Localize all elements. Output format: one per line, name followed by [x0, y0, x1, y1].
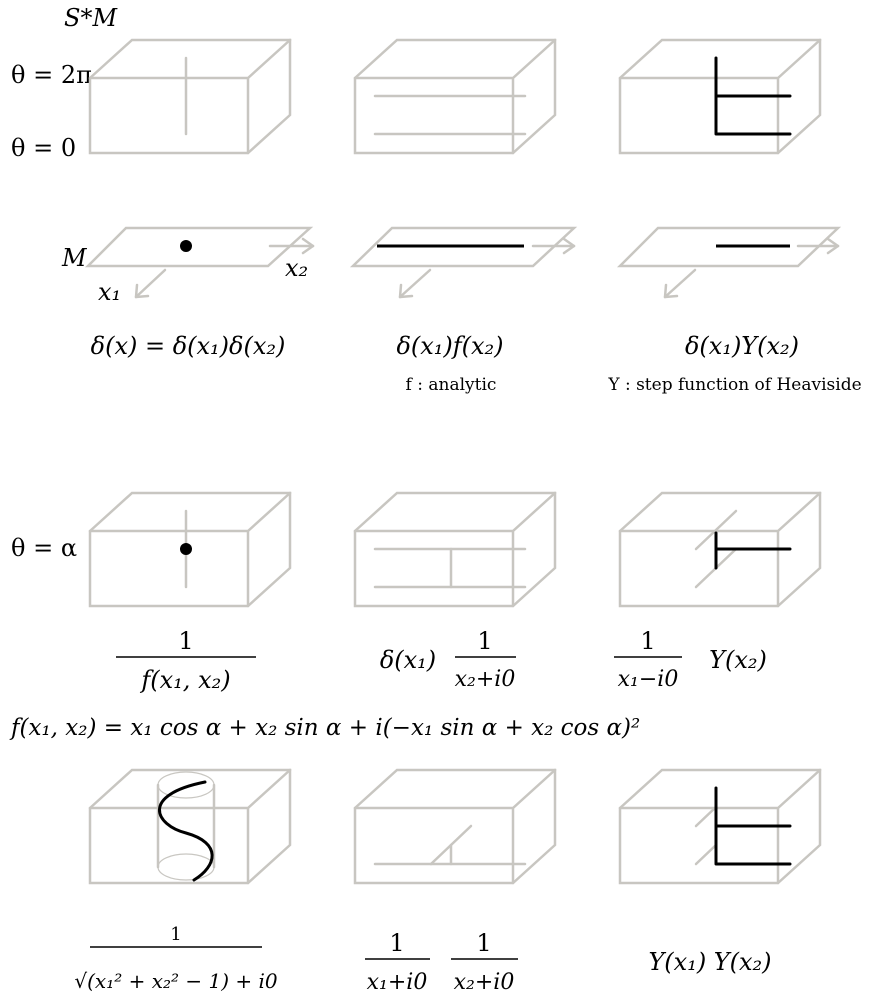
- theta-2pi-label: θ = 2π: [11, 61, 92, 89]
- box-delta-Y: [618, 38, 822, 155]
- svg-text:1: 1: [477, 627, 492, 655]
- base-plane-2: [349, 226, 578, 299]
- svg-text:δ(x₁): δ(x₁): [380, 646, 436, 674]
- theta-alpha-label: θ = α: [11, 534, 77, 562]
- box-delta-f: [353, 38, 557, 155]
- svg-text:x₂+i0: x₂+i0: [455, 667, 516, 692]
- svg-text:x₁+i0: x₁+i0: [367, 970, 428, 995]
- svg-text:1: 1: [640, 627, 655, 655]
- fraction-x1-minus-Y: 1 x₁−i0 Y(x₂): [614, 627, 767, 692]
- fraction-delta-over-x2: δ(x₁) 1 x₂+i0: [380, 627, 516, 692]
- box-f-reciprocal: [88, 491, 292, 608]
- svg-text:1: 1: [178, 627, 193, 655]
- svg-text:f(x₁, x₂): f(x₁, x₂): [139, 666, 230, 694]
- svg-text:x₁−i0: x₁−i0: [618, 667, 679, 692]
- x2-label: x₂: [285, 254, 308, 282]
- fraction-1-over-f: 1 f(x₁, x₂): [116, 627, 256, 694]
- box-x1-x2-plus: [353, 768, 557, 885]
- svg-text:1: 1: [170, 924, 181, 945]
- fraction-sqrt: 1 √(x₁² + x₂² − 1) + i0: [74, 924, 278, 993]
- helix-curve: [158, 780, 214, 882]
- box-sqrt: [88, 768, 292, 885]
- caption-delta-Y: δ(x₁)Y(x₂): [685, 332, 799, 360]
- x1-label: x₁: [98, 278, 121, 306]
- svg-text:x₂+i0: x₂+i0: [454, 970, 515, 995]
- caption-YY: Y(x₁) Y(x₂): [648, 948, 771, 976]
- fraction-pair: 1 x₁+i0 1 x₂+i0: [365, 929, 518, 995]
- box-x1-minus-Y: [618, 491, 822, 608]
- caption-delta-f: δ(x₁)f(x₂): [396, 332, 503, 360]
- theta-0-label: θ = 0: [11, 134, 76, 162]
- base-plane-1: [84, 226, 315, 299]
- svg-text:1: 1: [389, 929, 404, 957]
- base-plane-3: [616, 226, 842, 299]
- f-definition: f(x₁, x₂) = x₁ cos α + x₂ sin α + i(−x₁ …: [9, 715, 640, 741]
- alpha-point: [180, 543, 192, 555]
- svg-text:√(x₁² + x₂² − 1) + i0: √(x₁² + x₂² − 1) + i0: [74, 969, 278, 993]
- phase-space-label: S*M: [64, 4, 118, 32]
- svg-text:Y(x₂): Y(x₂): [709, 646, 767, 674]
- base-M-label: M: [61, 244, 88, 272]
- origin-point: [180, 240, 192, 252]
- box-YY: [618, 768, 822, 885]
- box-delta-x: [88, 38, 292, 155]
- box-delta-x2-plus: [353, 491, 557, 608]
- caption-delta-x: δ(x) = δ(x₁)δ(x₂): [91, 332, 286, 360]
- caption-Y-note: Y : step function of Heaviside: [607, 375, 861, 395]
- svg-text:1: 1: [476, 929, 491, 957]
- step-shape: [714, 56, 792, 136]
- caption-f-note: f : analytic: [406, 375, 497, 395]
